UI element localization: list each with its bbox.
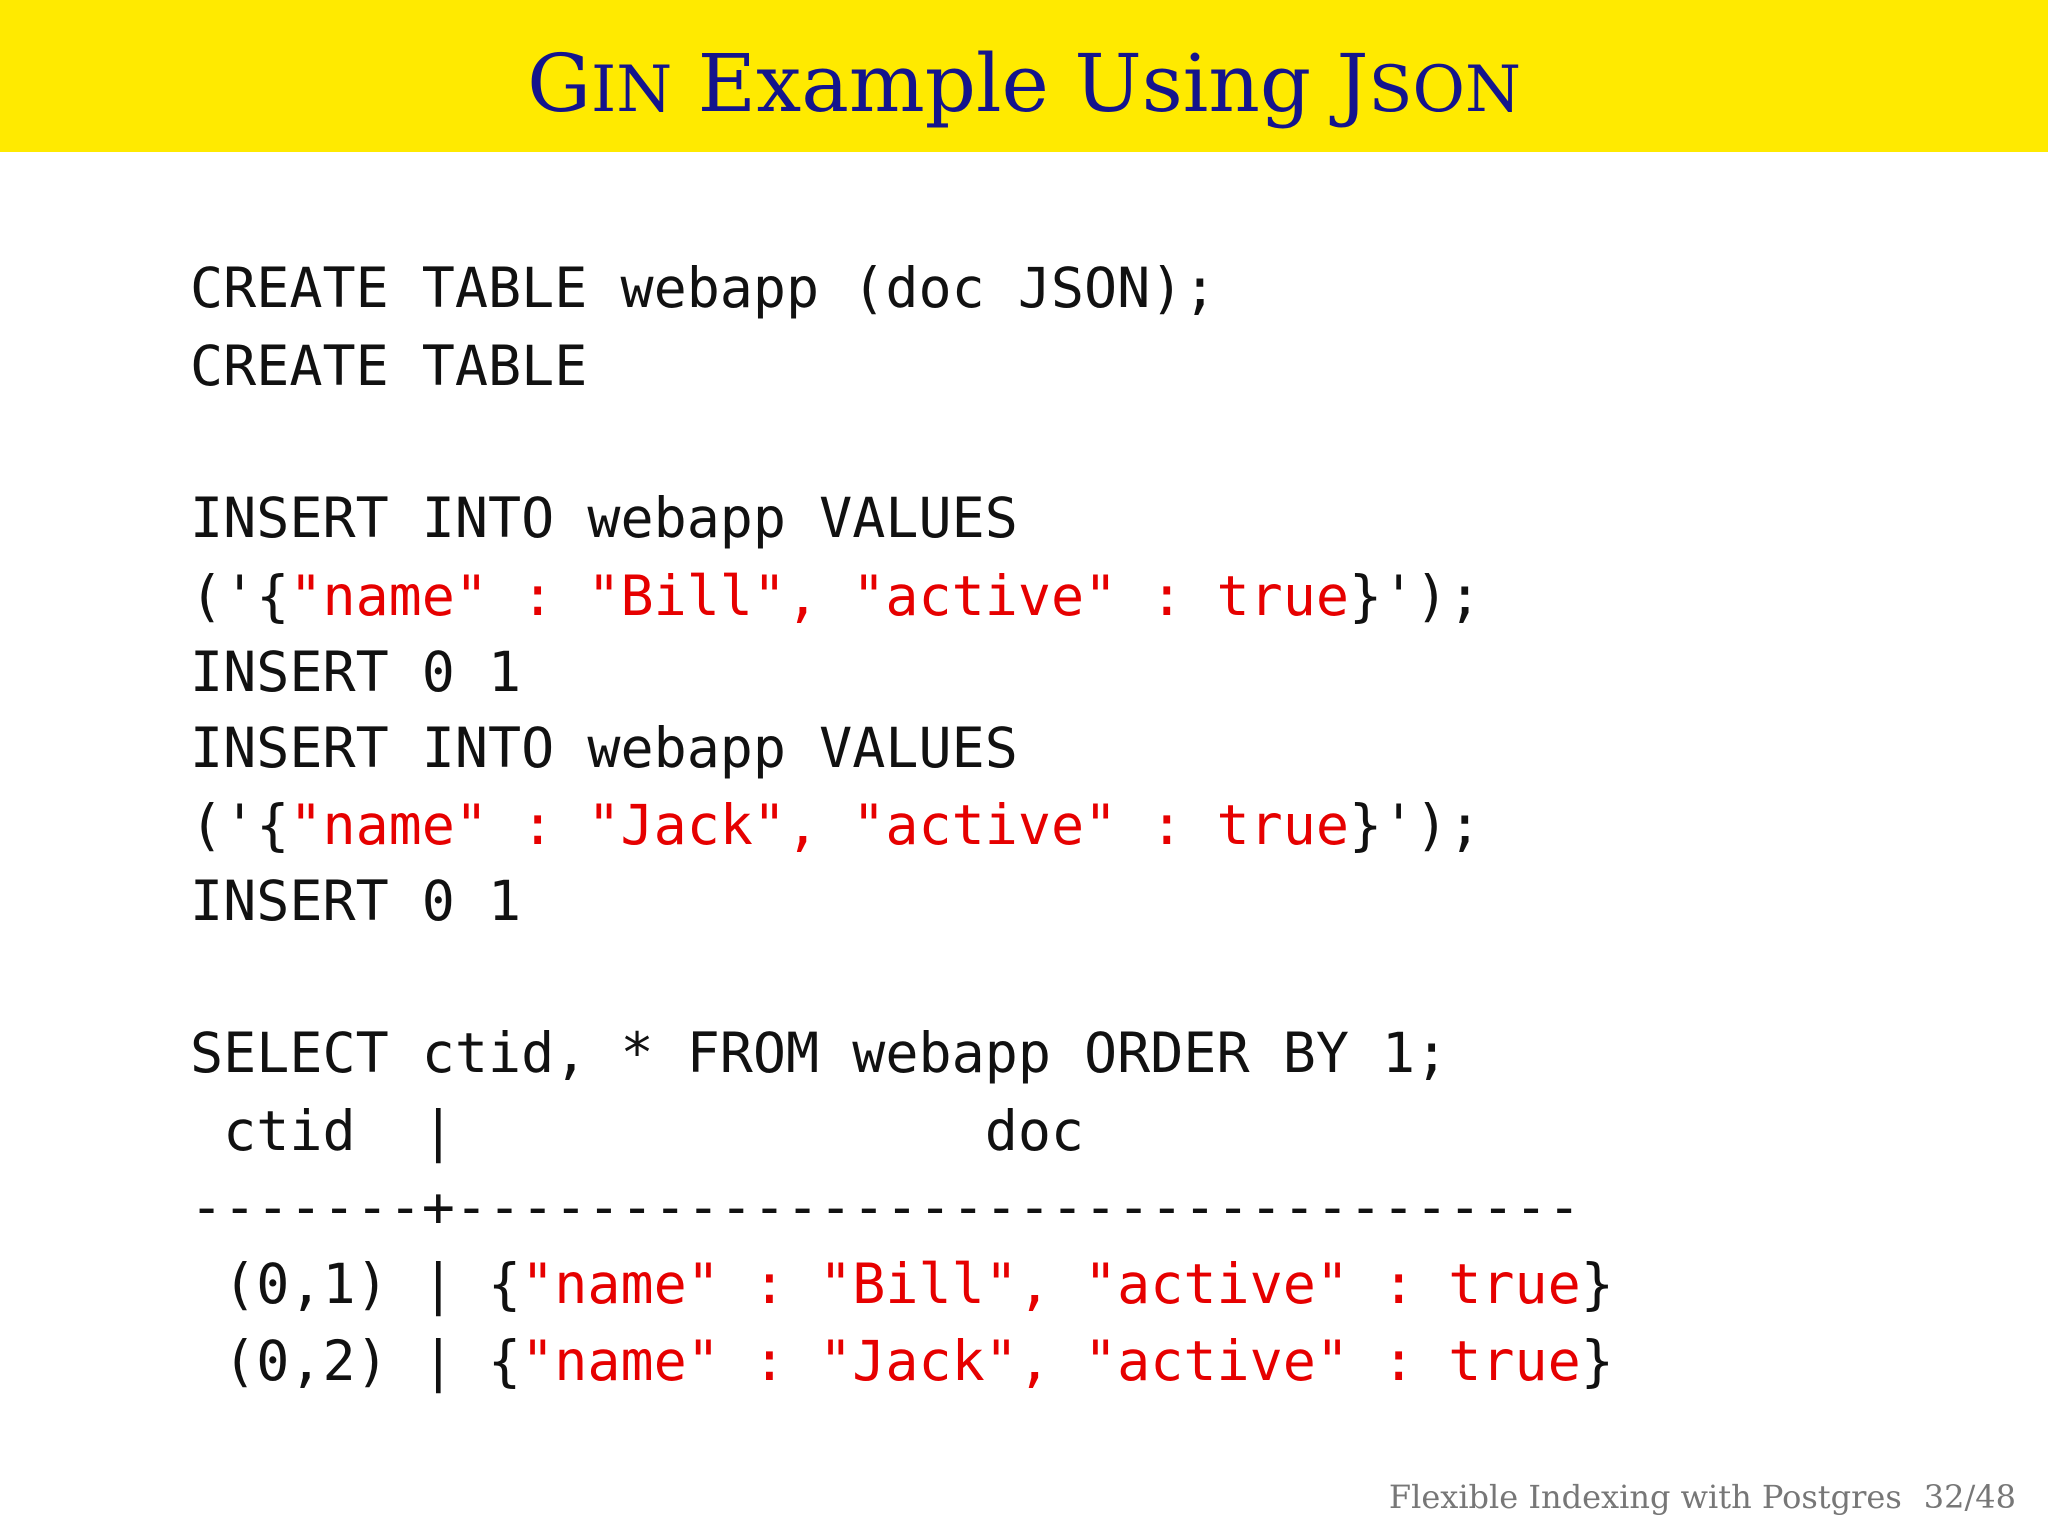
result-divider: -------+--------------------------------… [190, 1175, 1581, 1239]
code-text: }'); [1348, 793, 1482, 857]
code-line-insert-bill: INSERT INTO webapp VALUES [190, 486, 1018, 550]
json-highlight: "name" : "Bill", "active" : true [289, 564, 1349, 628]
code-line-insert-jack: INSERT INTO webapp VALUES [190, 716, 1018, 780]
code-line-insert-bill-result: INSERT 0 1 [190, 640, 522, 704]
result-row: (0,2) | {"name" : "Jack", "active" : tru… [190, 1326, 1614, 1396]
footer-title: Flexible Indexing with Postgres [1388, 1478, 1902, 1516]
page-number: 32/48 [1923, 1478, 2016, 1516]
result-ctid: (0,1) | { [190, 1252, 522, 1316]
code-text: } [1580, 1252, 1614, 1316]
code-text: ('{ [190, 793, 290, 857]
code-line-create-table-result: CREATE TABLE [190, 334, 588, 398]
json-highlight: "name" : "Jack", "active" : true [521, 1329, 1581, 1393]
code-line-create-table: CREATE TABLE webapp (doc JSON); [190, 256, 1217, 320]
title-middle: Example Using [672, 37, 1337, 130]
json-highlight: "name" : "Bill", "active" : true [521, 1252, 1581, 1316]
code-text: ('{ [190, 564, 290, 628]
result-row: (0,1) | {"name" : "Bill", "active" : tru… [190, 1249, 1614, 1319]
title-bar [0, 0, 2048, 152]
code-text: }'); [1348, 564, 1482, 628]
title-cap-g: G [527, 37, 591, 130]
title-smallcaps-son: SON [1368, 53, 1521, 127]
slide-footer: Flexible Indexing with Postgres 32/48 [1389, 1478, 2016, 1516]
title-smallcaps-in: IN [590, 53, 673, 127]
slide-title: GIN Example Using JSON [0, 0, 2048, 152]
code-line-insert-jack-values: ('{"name" : "Jack", "active" : true}'); [190, 790, 1481, 860]
result-header: ctid | doc [190, 1099, 1085, 1163]
json-highlight: "name" : "Jack", "active" : true [289, 793, 1349, 857]
code-line-insert-bill-values: ('{"name" : "Bill", "active" : true}'); [190, 561, 1481, 631]
result-ctid: (0,2) | { [190, 1329, 522, 1393]
title-cap-j: J [1336, 37, 1369, 130]
code-line-insert-jack-result: INSERT 0 1 [190, 869, 522, 933]
code-text: } [1580, 1329, 1614, 1393]
code-line-select: SELECT ctid, * FROM webapp ORDER BY 1; [190, 1021, 1449, 1085]
code-block: CREATE TABLE webapp (doc JSON); CREATE T… [190, 0, 1614, 1393]
